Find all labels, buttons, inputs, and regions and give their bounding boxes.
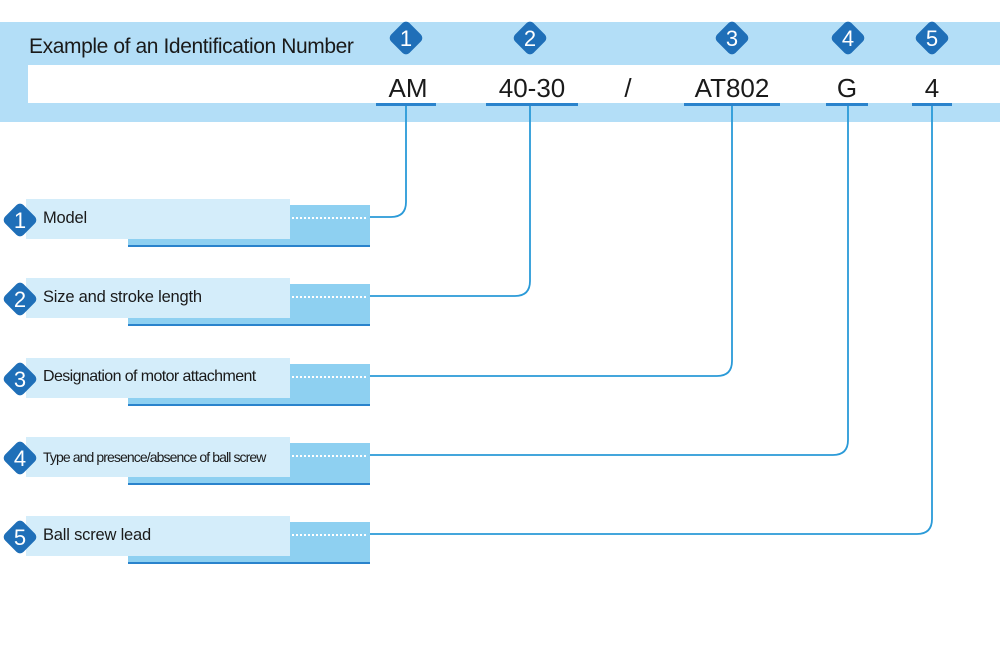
label-row-2: Size and stroke length [0, 278, 370, 326]
code-separator: / [624, 73, 632, 103]
badge-label-4: 4 [3, 441, 37, 475]
label-ball-screw-type: Type and presence/absence of ball screw [43, 449, 266, 465]
badge-number: 2 [14, 287, 26, 312]
label-front-panel [26, 437, 290, 477]
badge-number: 2 [524, 26, 536, 51]
badge-label-5: 5 [3, 520, 37, 554]
code-model: AM [388, 73, 428, 103]
badge-number: 4 [842, 26, 854, 51]
badge-header-1: 1 [389, 21, 423, 55]
code-ball-screw-type-underline [826, 103, 868, 106]
label-row-5: Ball screw lead [0, 516, 370, 564]
badge-number: 3 [726, 26, 738, 51]
code-size-stroke: 40-30 [498, 73, 566, 103]
label-lead: Ball screw lead [43, 526, 151, 544]
code-model-underline [376, 103, 436, 106]
label-row-3: Designation of motor attachment [0, 358, 370, 406]
label-row-1: Model [0, 199, 370, 247]
code-lead: 4 [924, 73, 940, 103]
label-front-panel [26, 199, 290, 239]
connector-1 [370, 106, 407, 218]
code-ball-screw-type: G [836, 73, 858, 103]
badge-number: 5 [14, 525, 26, 550]
label-motor-attachment: Designation of motor attachment [43, 368, 256, 385]
code-lead-underline [912, 103, 952, 106]
badge-label-1: 1 [3, 203, 37, 237]
badge-label-2: 2 [3, 282, 37, 316]
badge-number: 5 [926, 26, 938, 51]
label-size-stroke: Size and stroke length [43, 288, 202, 306]
dotted-leader [292, 217, 366, 219]
code-motor-attachment-underline [684, 103, 780, 106]
connector-2 [370, 106, 531, 297]
badge-number: 1 [400, 26, 412, 51]
label-front-panel [26, 358, 290, 398]
label-front-panel [26, 278, 290, 318]
badge-header-4: 4 [831, 21, 865, 55]
code-size-stroke-underline [486, 103, 578, 106]
badge-number: 3 [14, 367, 26, 392]
dotted-leader [292, 376, 366, 378]
badge-header-2: 2 [513, 21, 547, 55]
connector-5 [370, 106, 933, 535]
dotted-leader [292, 534, 366, 536]
badge-header-5: 5 [915, 21, 949, 55]
dotted-leader [292, 455, 366, 457]
dotted-leader [292, 296, 366, 298]
diagram-title: Example of an Identification Number [29, 35, 354, 58]
code-motor-attachment: AT802 [694, 73, 770, 103]
badge-label-3: 3 [3, 362, 37, 396]
connector-4 [370, 106, 849, 456]
connector-3 [370, 106, 733, 377]
badge-header-3: 3 [715, 21, 749, 55]
label-row-4: Type and presence/absence of ball screw [0, 437, 370, 485]
header-inner-strip [28, 65, 1000, 103]
label-front-panel [26, 516, 290, 556]
badge-number: 4 [14, 446, 26, 471]
badge-number: 1 [14, 208, 26, 233]
label-model: Model [43, 209, 87, 227]
